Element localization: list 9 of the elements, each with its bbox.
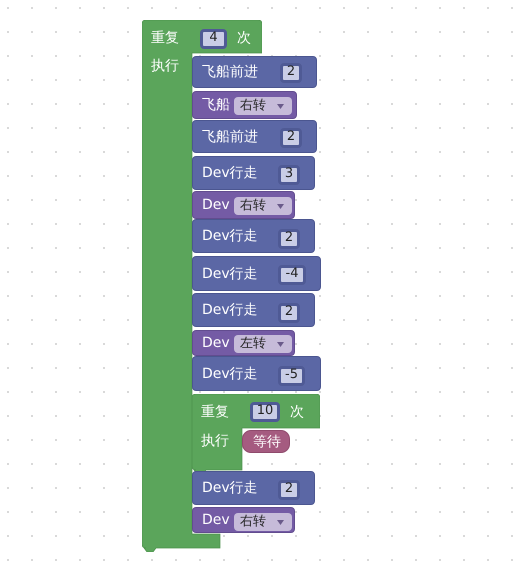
number-field: -4: [278, 265, 306, 285]
number-field: 2: [280, 63, 302, 83]
number-field: 3: [278, 165, 300, 185]
number-field: 2: [278, 480, 300, 500]
number-field: 2: [280, 128, 302, 148]
number-field: 2: [278, 303, 300, 323]
number-field: -5: [278, 366, 305, 386]
block-label: 次: [290, 404, 304, 420]
number-field: 2: [278, 229, 300, 249]
